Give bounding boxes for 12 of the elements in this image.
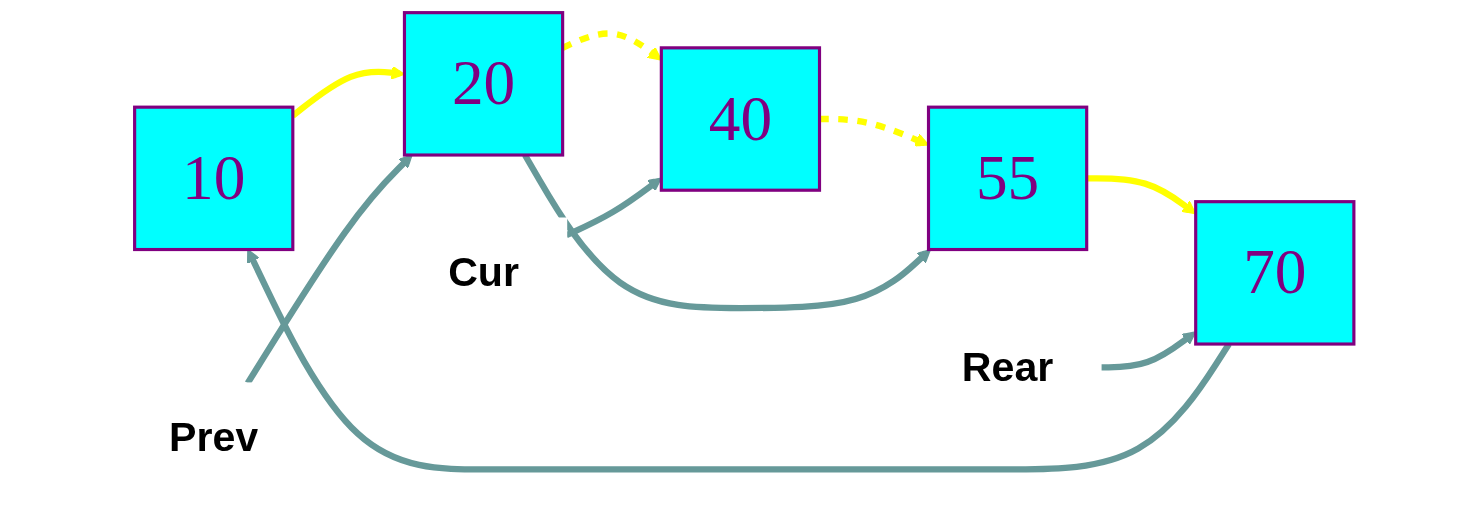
arrow (1086, 175, 1197, 215)
node-box: 10 (133, 105, 295, 252)
arrow (1101, 331, 1197, 371)
arrow (819, 115, 930, 147)
node-box: 55 (927, 105, 1089, 252)
arrow (245, 154, 413, 385)
arrow (561, 30, 663, 61)
node-box: 70 (1194, 200, 1356, 346)
node-text: Rear (962, 342, 1054, 391)
node-box: 40 (659, 46, 822, 192)
node-text: Prev (169, 413, 259, 461)
node-box: 20 (403, 11, 565, 157)
